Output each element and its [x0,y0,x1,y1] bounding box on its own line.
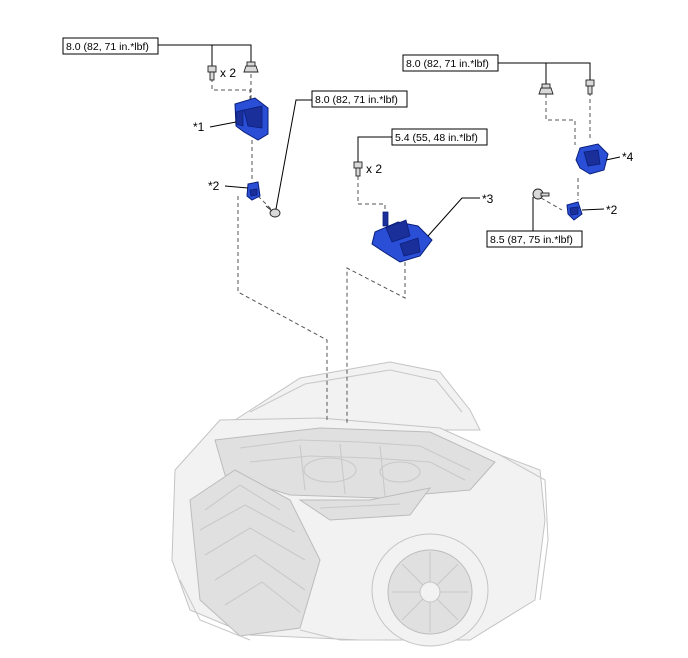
torque-spec-label: 8.0 (82, 71 in.*lbf) [66,41,149,53]
torque-spec-bottom-right: 8.5 (87, 75 in.*lbf) [486,230,583,248]
torque-spec-label: 8.5 (87, 75 in.*lbf) [490,234,573,246]
vehicle-illustration [171,361,549,647]
part-2-clip-left [246,181,261,201]
torque-spec-label: 5.4 (55, 48 in.*lbf) [395,132,478,144]
torque-spec-mid-left: 8.0 (82, 71 in.*lbf) [311,90,408,108]
hex-nut-icon [243,61,259,73]
callout-part-1: *1 [193,120,205,134]
torque-spec-top-right: 8.0 (82, 71 in.*lbf) [402,54,499,72]
part-4-bracket [575,143,609,175]
fasteners [207,61,595,218]
bolt-icon [353,161,363,177]
part-1-bracket [234,97,269,141]
part-3-bracket [371,211,433,263]
hex-nut-icon [538,83,554,95]
callout-part-2-left: *2 [208,179,220,193]
callout-part-2-right: *2 [606,203,618,217]
part-2-clip-right [566,201,583,221]
leader-lines [158,44,621,237]
bolt-icon [585,79,595,95]
torque-spec-top-left: 8.0 (82, 71 in.*lbf) [62,37,159,55]
torque-spec-label: 8.0 (82, 71 in.*lbf) [406,58,489,70]
callout-part-4: *4 [622,150,634,164]
quantity-label-left: x 2 [220,66,236,80]
callout-part-3: *3 [482,192,494,206]
bolt-icon [532,188,550,200]
bolt-icon [265,205,281,218]
torque-spec-label: 8.0 (82, 71 in.*lbf) [315,94,398,106]
installation-guide-lines [211,74,591,425]
quantity-label-center: x 2 [366,162,382,176]
torque-spec-center: 5.4 (55, 48 in.*lbf) [391,128,488,146]
bolt-icon [207,65,217,81]
